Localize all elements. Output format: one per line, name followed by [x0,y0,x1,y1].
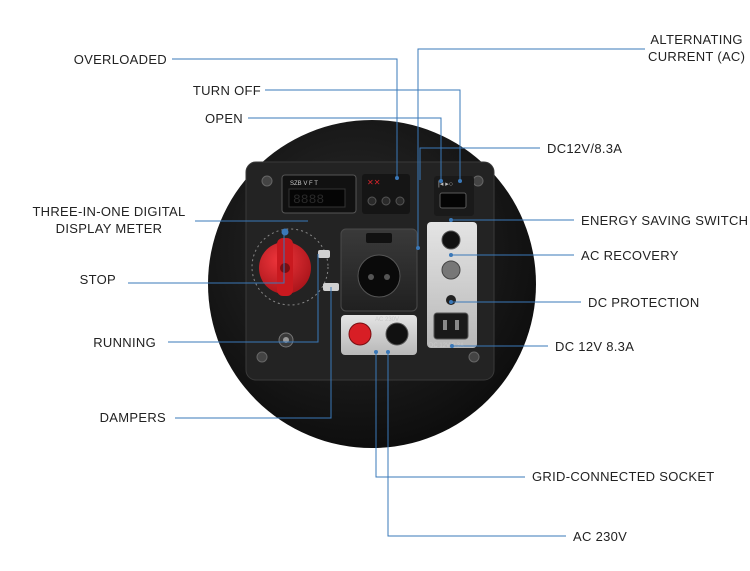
knob-dial-ring [251,228,329,306]
socket-cover-hinge [366,233,392,243]
leader-overloaded [172,58,398,178]
screw [261,175,273,187]
label-stop: STOP [79,272,116,287]
label-ac-line2: CURRENT (AC) [648,49,746,64]
stop-position-marker [281,228,289,236]
label-three-in-one: THREE-IN-ONE DIGITAL DISPLAY METER [30,203,188,237]
leader-dots [374,176,462,354]
grid-socket-black[interactable] [385,322,409,346]
dc-outlet[interactable] [433,312,469,340]
leader-grid-socket [375,352,525,478]
leader-dampers [175,287,332,419]
label-ac-line1: ALTERNATING [650,32,743,47]
label-dampers: DAMPERS [99,410,166,425]
label-dc12v-83a: DC12V/8.3A [547,141,623,156]
dc-outlet-slot [455,320,459,330]
meter-brand-text: SZB V F T [290,181,318,187]
label-energy-saving-switch: ENERGY SAVING SWITCH [581,213,749,228]
leader-dot [416,246,420,250]
dc-socket-plate-text: DC 12V 8.3A [429,343,464,349]
leader-open [248,117,442,181]
leader-dot [395,176,399,180]
label-grid-connected-socket: GRID-CONNECTED SOCKET [532,469,715,484]
indicator-led [395,196,405,206]
label-running: RUNNING [93,335,156,350]
power-switch-rocker[interactable] [439,192,467,209]
screw [468,351,480,363]
label-ac-recovery: AC RECOVERY [581,248,679,263]
leader-dc12v [419,147,540,180]
leader-ac [417,48,645,248]
leader-ac-230v [387,352,566,537]
label-dc-protection: DC PROTECTION [588,295,700,310]
screw [472,175,484,187]
label-overloaded: OVERLOADED [73,52,167,67]
leader-dot [449,218,453,222]
label-three-in-one-line2: DISPLAY METER [55,221,163,236]
label-dc-12v-83a: DC 12V 8.3A [555,339,635,354]
ac-socket-outlet[interactable] [357,254,401,298]
grid-socket-red[interactable] [348,322,372,346]
leader-dot [439,179,443,183]
indicator-led [367,196,377,206]
socket-pin [368,274,374,280]
dc-outlet-slot [443,320,447,330]
label-ac-230v: AC 230V [573,529,628,544]
ac-recovery-button[interactable] [441,260,461,280]
leader-dot [450,344,454,348]
label-three-in-one-line1: THREE-IN-ONE DIGITAL [32,204,186,219]
running-position-tag [318,250,330,258]
overload-indicator-glyph: ✕✕ [367,178,380,187]
leader-turn-off [265,89,461,181]
leader-dot [458,179,462,183]
screw [256,351,268,363]
leader-dot [374,350,378,354]
leader-dot [386,350,390,354]
fuel-knob-hub [280,263,290,273]
label-turn-off: TURN OFF [192,83,261,98]
socket-pin [384,274,390,280]
leader-running [168,254,319,343]
leader-lines [128,48,645,537]
label-alternating-current: ALTERNATING CURRENT (AC) [648,31,745,65]
label-open: OPEN [204,111,243,126]
leader-dot [449,300,453,304]
energy-saving-button[interactable] [441,230,461,250]
meter-digits: 8888 [293,192,324,207]
indicator-led [381,196,391,206]
power-switch-marks: |◂ ▸○ [438,181,453,188]
leader-stop [128,232,285,284]
ac-230v-plate-text: AC 230V [375,317,399,323]
leader-dot [449,253,453,257]
digital-meter-screen [288,188,346,208]
